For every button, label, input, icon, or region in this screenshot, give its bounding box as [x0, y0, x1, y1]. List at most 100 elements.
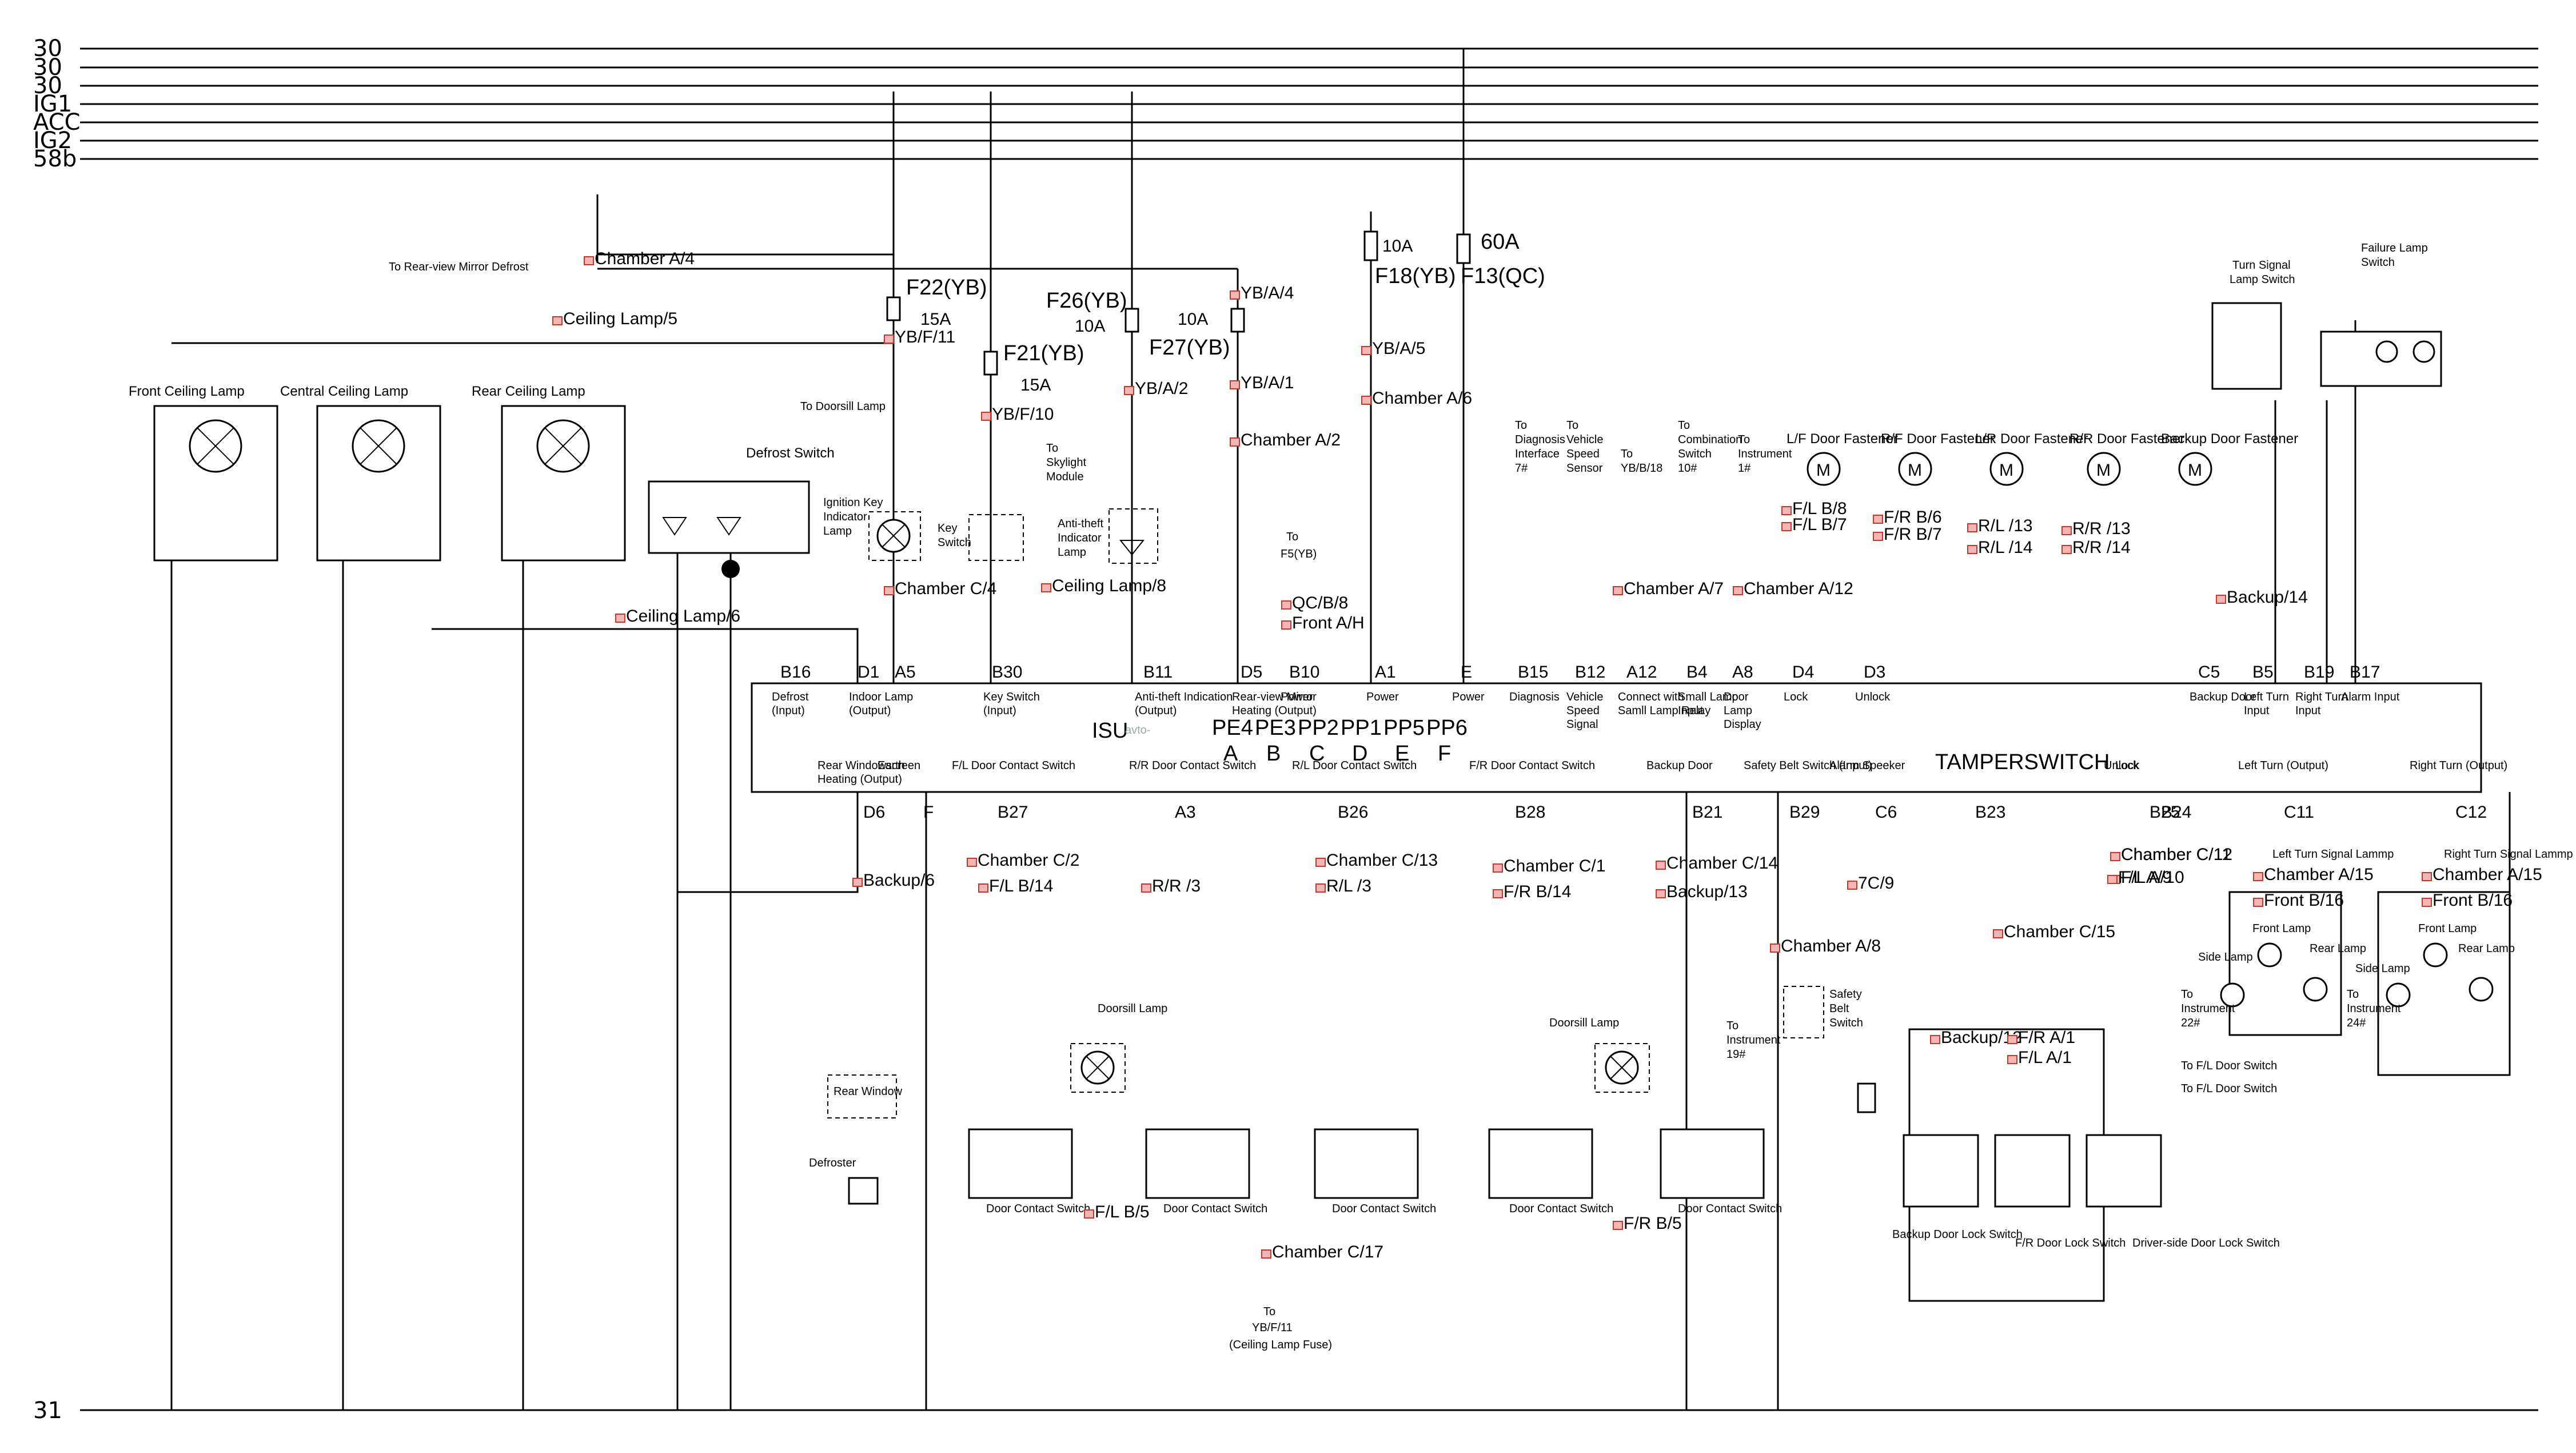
connector-icon [584, 256, 594, 265]
connector-icon [967, 858, 977, 867]
isu-pin-function: Display [1724, 718, 1761, 731]
isu-pin-function: Unlock [2104, 759, 2139, 772]
ignition-lamp-label: Ignition Key [823, 496, 883, 509]
rail-label: 58b [33, 146, 77, 172]
note: Interface [1515, 448, 1560, 460]
isu-pin-function: Lock [2115, 759, 2140, 772]
isu-pin-label: A8 [1732, 663, 1753, 682]
svg-text:M: M [1816, 461, 1831, 480]
connector-label: F/L B/5 [1095, 1203, 1150, 1221]
note: 19# [1726, 1048, 1746, 1061]
connector-icon [1847, 881, 1857, 890]
connector-icon [1230, 437, 1240, 447]
rear-lamp-label: Rear Lamp [2458, 942, 2515, 955]
connector-icon [1230, 380, 1240, 389]
isu-pin-label: D6 [863, 803, 885, 822]
isu-connector-code: PP2 [1298, 716, 1339, 740]
front-lamp-label: Front Lamp [2252, 922, 2311, 935]
isu-pin-function: Indoor Lamp [849, 691, 913, 703]
note: To [1621, 448, 1633, 460]
connector-label: F/L B/14 [989, 877, 1053, 895]
fuse-rating: 10A [1075, 317, 1105, 336]
connector-icon [1493, 863, 1503, 873]
fuse-f13 [1456, 233, 1471, 264]
isu-pin-label: B15 [1518, 663, 1548, 682]
isu-pin-function: TAMPERSWITCH [1935, 750, 2110, 774]
key-switch-label: Key [938, 522, 957, 535]
door-contact-switch-label: Door Contact Switch [1332, 1203, 1436, 1215]
isu-connector-letter: C [1309, 742, 1325, 766]
isu-pin-function: (Input) [772, 704, 805, 717]
connector-label: Ceiling Lamp/6 [626, 607, 740, 626]
connector-label: F/L B/7 [1792, 515, 1847, 534]
doorsill-lamp-label: Doorsill Lamp [1549, 1017, 1619, 1029]
fuse-label: F13(QC) [1461, 264, 1545, 288]
defroster-label: Defroster [809, 1157, 856, 1169]
connector-label: Front A/H [1292, 614, 1365, 632]
isu-pin-function: Anti-theft Indication [1135, 691, 1233, 703]
isu-pin-label: B5 [2252, 663, 2274, 682]
connector-label: Chamber C/17 [1272, 1243, 1383, 1261]
isu-connector-code: PP5 [1383, 716, 1425, 740]
rear-window-group: Rear Window Defroster [809, 1074, 903, 1205]
connector-icon [1124, 386, 1134, 395]
connector-icon [1656, 861, 1666, 870]
isu-pin-label: A12 [1626, 663, 1657, 682]
rr-door-fastener-label: R/R Door Fastener [2069, 431, 2184, 447]
note: To [1515, 419, 1527, 432]
connector-label: Chamber C/13 [1326, 851, 1438, 870]
note: To [1738, 433, 1750, 446]
isu-connector-letter: E [1395, 742, 1409, 766]
connector-icon [1733, 586, 1743, 595]
connector-label: F/L B/8 [1792, 499, 1847, 518]
isu-pin-function: Lock [1784, 691, 1808, 703]
connector-icon [1084, 1209, 1094, 1219]
failure-switch-label: Failure Lamp [2361, 242, 2428, 254]
note: To [1726, 1020, 1738, 1032]
door-contact-switch-label: Door Contact Switch [1678, 1203, 1782, 1215]
isu-pin-function: Input [2295, 704, 2321, 717]
connector-icon [1041, 583, 1051, 592]
note: Instrument [2347, 1002, 2401, 1015]
isu-pin-function: R/L Door Contact Switch [1292, 759, 1417, 772]
connector-icon [884, 586, 894, 595]
isu-pin-label: D1 [858, 663, 879, 682]
connector-label: Ceiling Lamp/8 [1052, 576, 1166, 595]
rail-label: 30 [33, 54, 62, 81]
connector-icon [1361, 346, 1371, 355]
lf-door-fastener-label: L/F Door Fastener [1787, 431, 1898, 447]
note: 22# [2181, 1017, 2200, 1029]
connector-label: Chamber C/14 [1666, 854, 1778, 873]
note: Instrument [1738, 448, 1792, 460]
connector-label: YB/F/10 [992, 405, 1054, 424]
isu-pin-label: E [1461, 663, 1472, 682]
connector-icon [2007, 1035, 2017, 1044]
connector-icon [2216, 595, 2226, 604]
fr-lock-switch-label: F/R Door Lock Switch [2015, 1237, 2126, 1249]
connector-label: Chamber C/1 [1504, 857, 1605, 875]
note: YB/F/11 [1252, 1321, 1293, 1334]
connector-label: YB/A/4 [1241, 284, 1294, 302]
connector-label: F/L A/10 [2121, 868, 2184, 887]
connector-label: Chamber C/4 [895, 579, 996, 598]
turn-switch-label: Turn Signal [2232, 259, 2291, 272]
isu-pin-label: D4 [1792, 663, 1814, 682]
rail-label: 30 [33, 73, 62, 99]
isu-box [751, 682, 2482, 793]
isu-pin-function: Left Turn [2244, 691, 2289, 703]
rail-label: ACC [33, 109, 81, 136]
central-ceiling-lamp-label: Central Ceiling Lamp [280, 384, 408, 399]
isu-pin-function: Speed [1566, 704, 1600, 717]
isu-pin-function: Power [1281, 691, 1313, 703]
note: Instrument [1726, 1034, 1781, 1046]
connector-icon [1230, 290, 1240, 300]
note: 7# [1515, 462, 1528, 475]
fuse-label: F18(YB) [1375, 264, 1456, 288]
isu-pin-function: Lamp [1724, 704, 1752, 717]
note: To [2347, 988, 2359, 1001]
defrost-switch-label: Defrost Switch [746, 445, 835, 461]
connector-label: YB/A/2 [1135, 379, 1188, 398]
antitheft-lamp-label: Anti-theft [1058, 517, 1103, 530]
